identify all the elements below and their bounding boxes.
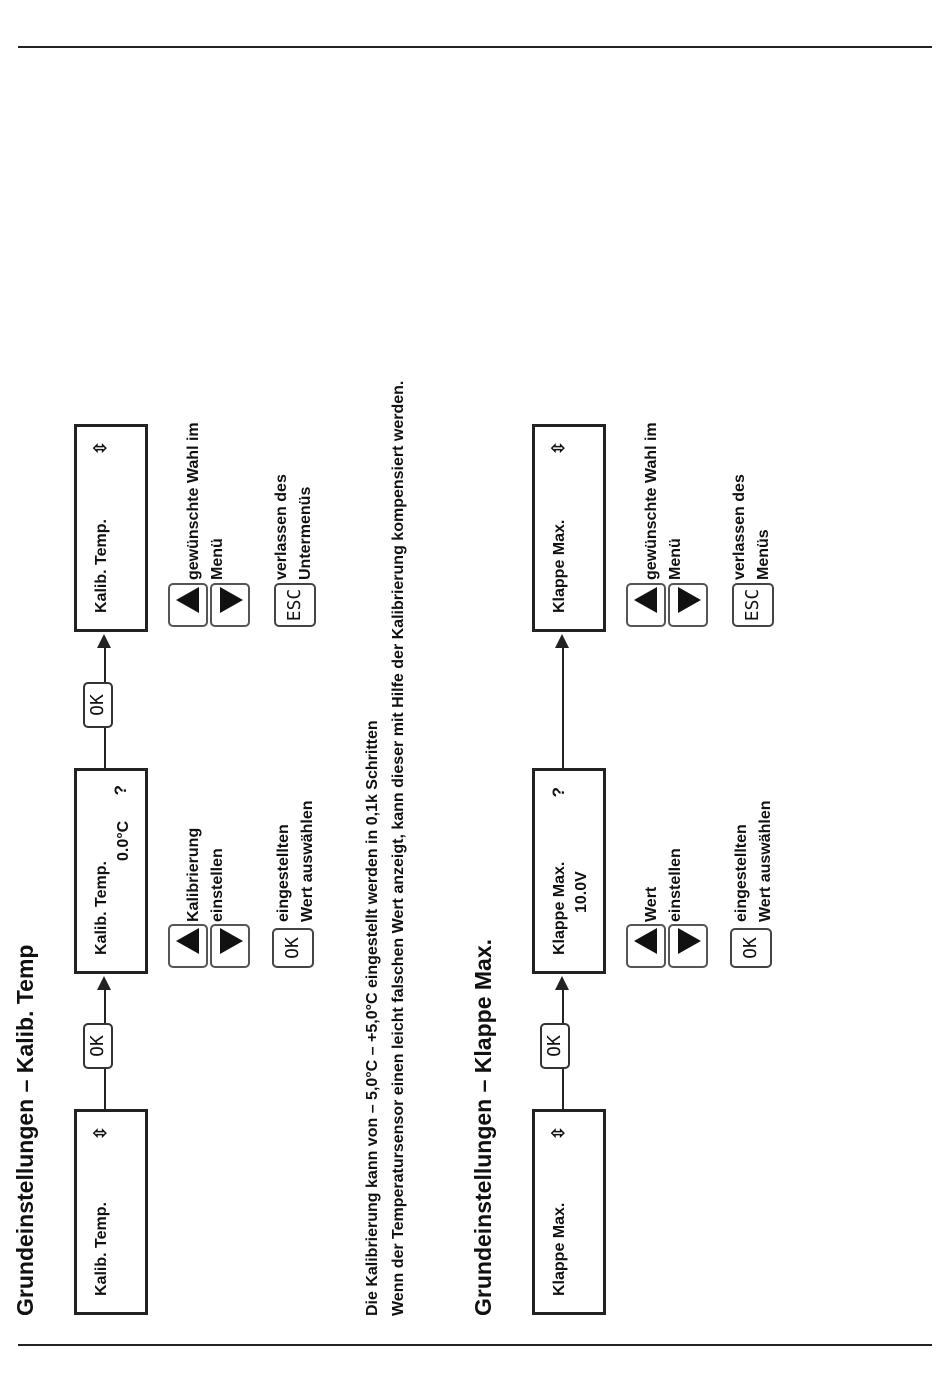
nav-description: gewünschte Wahl im Menü <box>640 422 688 580</box>
section1-screen3: Kalib. Temp. ⇳ <box>74 424 148 632</box>
updown-arrow-icon: ⇳ <box>549 1126 568 1141</box>
esc-key[interactable]: ESC <box>274 583 316 627</box>
updown-arrow-icon: ⇳ <box>91 1126 110 1141</box>
adjust-description: Kalibrierung einstellen <box>182 828 230 922</box>
screen-text: Klappe Max. <box>551 1202 568 1296</box>
up-button[interactable] <box>626 924 666 968</box>
confirm-description: eingestellten Wert auswählen <box>272 800 320 922</box>
calibration-note: Die Kalibrierung kann von – 5,0°C – +5,0… <box>360 381 412 1316</box>
connector-line <box>104 987 106 1023</box>
section1-screen1: Kalib. Temp. ⇳ <box>74 1109 148 1315</box>
section1-screen2: Kalib. Temp. 0.0°C ? <box>74 768 148 974</box>
confirm-description: eingestellten Wert auswählen <box>730 800 778 922</box>
desc-line: eingestellten <box>275 824 292 922</box>
desc-line: einstellen <box>667 848 684 922</box>
connector-line <box>562 987 564 1023</box>
adjust-description: Wert einstellen <box>640 848 688 922</box>
ok-button[interactable]: OK <box>540 1023 570 1069</box>
bottom-rule <box>18 1344 932 1346</box>
desc-line: gewünschte Wahl im <box>643 422 660 580</box>
triangle-up-icon <box>176 928 199 954</box>
screen-text: Klappe Max. <box>551 861 568 955</box>
screen-text: Klappe Max. <box>551 519 568 613</box>
top-rule <box>18 46 932 48</box>
down-button[interactable] <box>210 924 250 968</box>
question-mark-icon: ? <box>111 785 130 796</box>
ok-key[interactable]: OK <box>272 928 314 968</box>
desc-line: Wert <box>643 886 660 922</box>
desc-line: Wert auswählen <box>299 800 316 922</box>
updown-arrow-icon: ⇳ <box>549 441 568 456</box>
desc-line: Menü <box>667 538 684 580</box>
screen-text: Kalib. Temp. <box>93 1202 110 1296</box>
desc-line: Menüs <box>755 529 772 580</box>
down-button[interactable] <box>210 583 250 627</box>
arrow-right-icon <box>97 634 111 648</box>
question-mark-icon: ? <box>549 787 568 798</box>
section2-screen3: Klappe Max. ⇳ <box>532 424 606 632</box>
arrow-right-icon <box>555 634 569 648</box>
connector-line <box>104 645 106 682</box>
updown-arrow-icon: ⇳ <box>91 441 110 456</box>
nav-description: gewünschte Wahl im Menü <box>182 422 230 580</box>
arrow-right-icon <box>555 976 569 990</box>
desc-line: Wert auswählen <box>757 800 774 922</box>
esc-key[interactable]: ESC <box>732 583 774 627</box>
desc-line: verlassen des <box>731 474 748 580</box>
desc-line: verlassen des <box>273 474 290 580</box>
up-button[interactable] <box>168 924 208 968</box>
down-button[interactable] <box>668 924 708 968</box>
desc-line: Kalibrierung <box>185 827 202 922</box>
esc-description: verlassen des Untermenüs <box>270 474 318 580</box>
up-button[interactable] <box>168 583 208 627</box>
section2-screen1: Klappe Max. ⇳ <box>532 1109 606 1315</box>
triangle-down-icon <box>220 928 243 954</box>
section1-title: Grundeinstellungen – Kalib. Temp <box>12 944 38 1316</box>
screen-value: 10.0V <box>573 871 590 913</box>
triangle-down-icon <box>678 587 701 613</box>
triangle-up-icon <box>176 587 199 613</box>
note-line: Wenn der Temperatursensor einen leicht f… <box>390 380 407 1316</box>
desc-line: eingestellten <box>733 824 750 922</box>
triangle-up-icon <box>634 587 657 613</box>
section2-title: Grundeinstellungen – Klappe Max. <box>470 938 496 1316</box>
section2-screen2: Klappe Max. 10.0V ? <box>532 768 606 974</box>
connector-line <box>562 645 564 768</box>
triangle-down-icon <box>220 587 243 613</box>
triangle-down-icon <box>678 928 701 954</box>
down-button[interactable] <box>668 583 708 627</box>
desc-line: gewünschte Wahl im <box>185 422 202 580</box>
note-line: Die Kalibrierung kann von – 5,0°C – +5,0… <box>364 720 381 1316</box>
up-button[interactable] <box>626 583 666 627</box>
screen-text: Kalib. Temp. <box>93 519 110 613</box>
desc-line: einstellen <box>209 848 226 922</box>
triangle-up-icon <box>634 928 657 954</box>
ok-button[interactable]: OK <box>83 1023 113 1069</box>
desc-line: Menü <box>209 538 226 580</box>
ok-button[interactable]: OK <box>83 682 113 728</box>
desc-line: Untermenüs <box>297 486 314 580</box>
ok-key[interactable]: OK <box>730 928 772 968</box>
arrow-right-icon <box>97 976 111 990</box>
esc-description: verlassen des Menüs <box>728 474 776 580</box>
screen-text: Kalib. Temp. <box>93 861 110 955</box>
screen-value: 0.0°C <box>115 820 132 861</box>
